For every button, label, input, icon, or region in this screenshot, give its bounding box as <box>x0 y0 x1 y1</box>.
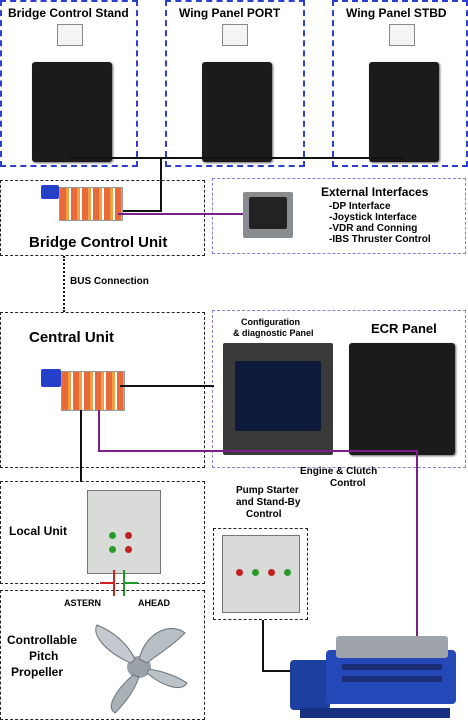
config-panel-label-2: & diagnostic Panel <box>233 328 314 338</box>
plc-module-icon <box>41 369 61 387</box>
interface-monitor-screen <box>249 197 287 229</box>
external-link-line <box>118 213 243 215</box>
central-unit-title: Central Unit <box>29 329 115 346</box>
bus-connection-dotted <box>63 256 65 312</box>
wing-panel-stbd-title: Wing Panel STBD <box>346 6 447 20</box>
indicator-light <box>125 546 132 553</box>
indicator-light <box>109 546 116 553</box>
external-interfaces-title: External Interfaces <box>321 185 429 199</box>
indicator-light <box>236 569 243 576</box>
pump-starter-label-2: and Stand-By <box>236 497 301 508</box>
engine-clutch-label-2: Control <box>330 478 366 489</box>
top-bus-line <box>70 157 404 159</box>
indicator-light <box>125 532 132 539</box>
ecr-panel-box: Configuration & diagnostic Panel ECR Pan… <box>212 310 466 468</box>
plc-rack <box>59 187 123 221</box>
plc-module-icon <box>41 185 59 199</box>
wing-stbd-console <box>369 62 439 162</box>
engine-clutch-line-h <box>98 450 418 452</box>
bridge-console <box>32 62 112 162</box>
bus-drop-line <box>160 157 162 212</box>
indicator-light <box>109 532 116 539</box>
local-unit-box: Local Unit <box>0 481 205 584</box>
propeller-label-2: Pitch <box>29 649 59 663</box>
ecr-console <box>349 343 455 455</box>
indicator-light <box>252 569 259 576</box>
engine-clutch-label-1: Engine & Clutch <box>300 466 378 477</box>
wing-panel-port-box: Wing Panel PORT <box>165 0 305 167</box>
local-unit-cabinet <box>87 490 161 574</box>
bus-connection-label: BUS Connection <box>70 276 149 287</box>
central-to-ecr-line <box>120 385 214 387</box>
pump-starter-label-3: Control <box>246 509 282 520</box>
local-unit-title: Local Unit <box>9 524 68 538</box>
external-interfaces-box: External Interfaces -DP Interface -Joyst… <box>212 178 466 254</box>
central-plc-rack <box>61 371 125 411</box>
wing-port-console <box>202 62 272 162</box>
external-item-ibs: -IBS Thruster Control <box>329 234 431 245</box>
astern-label: ASTERN <box>64 598 102 608</box>
diagnostic-screen <box>235 361 321 431</box>
indicator-light <box>284 569 291 576</box>
ahead-line-h <box>123 582 138 584</box>
wing-panel-stbd-box: Wing Panel STBD <box>332 0 468 167</box>
external-item-dp: -DP Interface <box>329 201 391 212</box>
bridge-control-stand-title: Bridge Control Stand <box>8 6 129 20</box>
ecr-panel-title: ECR Panel <box>371 321 437 336</box>
propeller-icon <box>95 624 188 714</box>
pump-to-engine-line-v <box>262 620 264 672</box>
propeller-label-3: Propeller <box>11 665 64 679</box>
astern-line-h <box>100 582 115 584</box>
bridge-control-unit-box: Bridge Control Unit <box>0 180 205 256</box>
pump-to-engine-line-h <box>262 670 302 672</box>
gauge-icon <box>222 24 248 46</box>
pump-starter-box <box>213 528 308 620</box>
engine-clutch-line-v2 <box>416 450 418 640</box>
ahead-label: AHEAD <box>138 598 171 608</box>
engine-icon <box>290 636 456 718</box>
central-unit-box: Central Unit <box>0 312 205 468</box>
central-to-local-line <box>80 410 82 482</box>
external-item-joystick: -Joystick Interface <box>329 212 417 223</box>
gauge-icon <box>389 24 415 46</box>
wing-panel-port-title: Wing Panel PORT <box>179 6 281 20</box>
propeller-box: Controllable Pitch Propeller <box>0 590 205 720</box>
indicator-light <box>268 569 275 576</box>
pump-starter-label-1: Pump Starter <box>236 485 299 496</box>
propeller-label-1: Controllable <box>7 633 78 647</box>
bridge-control-unit-title: Bridge Control Unit <box>29 234 168 251</box>
bridge-control-stand-box: Bridge Control Stand <box>0 0 138 167</box>
external-item-vdr: -VDR and Conning <box>329 223 418 234</box>
bus-drop-line-h <box>118 210 162 212</box>
gauge-icon <box>57 24 83 46</box>
engine-clutch-line-v1 <box>98 410 100 452</box>
config-panel-label-1: Configuration <box>241 317 300 327</box>
